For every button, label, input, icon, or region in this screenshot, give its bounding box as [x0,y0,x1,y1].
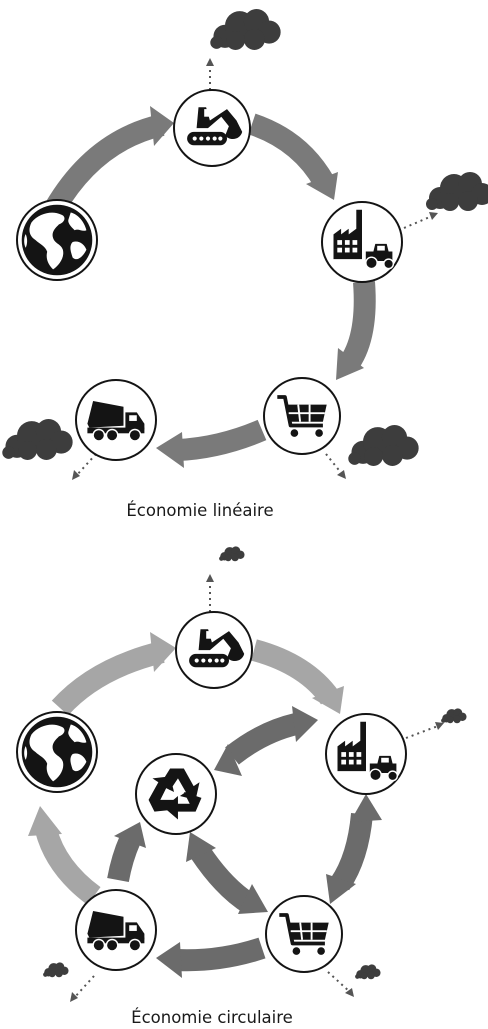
smoke-cloud-icon [2,419,73,460]
node-extraction [175,611,253,689]
arrow-recycling-consumption [190,845,257,914]
node-waste [75,889,157,971]
arrowhead-waste-to-recycling [114,822,146,848]
arrowhead-extraction-to-production [306,172,338,200]
node-earth [16,199,98,281]
node-earth [16,711,98,793]
arrowhead-earth-to-extraction [150,106,174,146]
arrow-waste-to-recycling [107,835,141,883]
arrowhead-production-to-consumption [336,348,364,380]
arrow-recycling-production [225,713,299,765]
node-waste [75,379,157,461]
smoke-cloud-icon [348,425,419,466]
smoke-cloud-icon [355,964,381,980]
smoke-cloud-icon [210,9,281,50]
emission-arrowhead [206,574,214,582]
emission-arrowhead [345,988,354,997]
arrow-consumption-to-waste [177,419,267,461]
arrow-earth-to-extraction [51,641,165,716]
linear-economy-diagram: Économie linéaire [2,9,488,520]
smoke-cloud-icon [219,546,245,562]
node-production [321,201,403,283]
circular-economy-diagram: Économie circulaire [16,546,467,1027]
smoke-cloud-icon [43,962,69,978]
arrowhead-to-recycling [214,744,242,776]
emission-arrowhead [337,470,346,479]
arrowhead-extraction-to-production [312,686,344,714]
node-production [325,713,407,795]
node-consumption [263,377,341,455]
node-consumption [265,895,343,973]
emission-arrowhead [435,722,444,730]
arrow-earth-to-extraction [45,114,165,214]
arrowhead-earth-to-extraction [150,632,176,672]
emission-arrowhead [70,992,78,1002]
emission-arrowhead [206,58,214,66]
emission-lines [73,580,439,999]
arrowhead-to-production [350,794,382,822]
smoke-cloud-icon [426,172,488,211]
node-recycling [135,753,217,835]
node-extraction [173,89,251,167]
arrowhead-to-consumption [326,874,356,904]
circular-caption: Économie circulaire [131,1008,293,1027]
arrow-waste-to-earth [35,826,101,905]
linear-caption: Économie linéaire [126,501,273,520]
globe-icon [21,204,93,276]
arrowhead-consumption-to-waste [156,432,184,468]
arrow-extraction-to-production [248,113,334,188]
arrowhead-to-consumption [238,884,268,914]
arrow-production-consumption [330,812,373,891]
emission-lines [75,64,433,477]
arrowhead-to-production [292,706,318,742]
arrowhead-consumption-to-waste [156,942,182,978]
emission-arrowhead [72,470,80,480]
emission-arrowhead [429,212,438,220]
arrowhead-waste-to-earth [28,806,62,836]
smoke-cloud-icon [441,708,467,724]
arrow-consumption-to-waste [175,937,266,972]
arrow-extraction-to-production [250,639,339,705]
arrowhead-to-recycling [186,832,216,862]
arrow-production-to-consumption [340,281,376,369]
globe-icon [21,716,93,788]
